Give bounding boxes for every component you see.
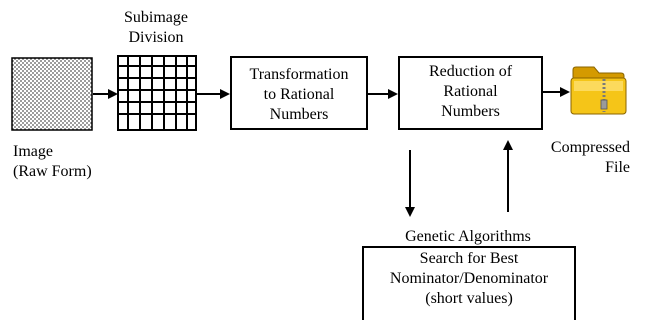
transformation-line-1: Transformation bbox=[249, 66, 349, 83]
reduction-line-3: Numbers bbox=[441, 103, 500, 120]
zipped-folder-icon bbox=[570, 66, 627, 115]
reduction-box: Reduction of Rational Numbers bbox=[398, 56, 543, 130]
genetic-line-1: Search for Best bbox=[419, 250, 519, 267]
reduction-line-1: Reduction of bbox=[428, 63, 513, 80]
raw-image-icon bbox=[11, 57, 93, 131]
genetic-line-2: Nominator/Denominator bbox=[389, 270, 549, 287]
transformation-line-2: to Rational bbox=[263, 86, 335, 103]
transformation-line-3: Numbers bbox=[269, 106, 329, 123]
compressed-file-label: Compressed File bbox=[550, 139, 630, 176]
subimage-division-label: Subimage Division bbox=[124, 9, 188, 46]
reduction-line-2: Rational bbox=[443, 83, 498, 100]
genetic-search-box: Search for Best Nominator/Denominator (s… bbox=[362, 246, 576, 320]
image-label: Image (Raw Form) bbox=[13, 143, 92, 180]
transformation-box: Transformation to Rational Numbers bbox=[230, 56, 368, 130]
grid-icon bbox=[117, 55, 197, 131]
genetic-line-3: (short values) bbox=[425, 290, 513, 307]
genetic-algorithms-title: Genetic Algorithms bbox=[405, 228, 531, 245]
